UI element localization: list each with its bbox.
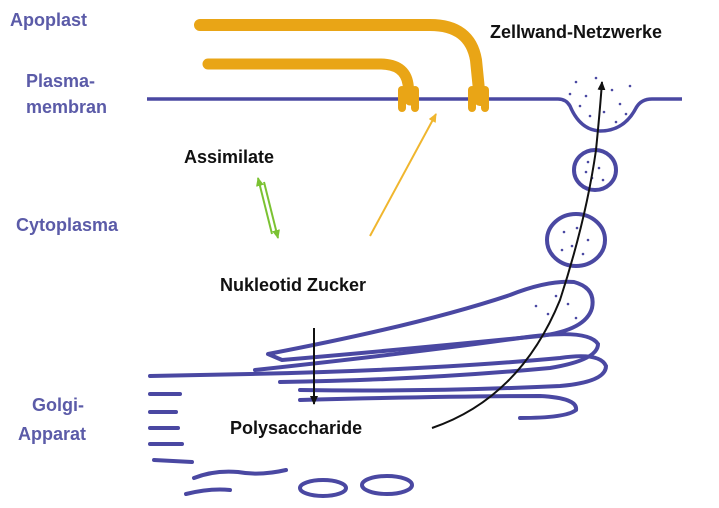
golgi-vesicle-small-2: [362, 476, 412, 494]
label-cytoplasma: Cytoplasma: [16, 215, 119, 235]
label-apoplast: Apoplast: [10, 10, 87, 30]
label-assimilate: Assimilate: [184, 147, 274, 167]
label-golgi-line2: Apparat: [18, 424, 86, 444]
secretory-vesicle-middle: [547, 214, 605, 266]
label-golgi-line1: Golgi-: [32, 395, 84, 415]
golgi-vesicle-small-1: [300, 480, 346, 496]
golgi-cisterna-5: [300, 396, 576, 418]
golgi-cisterna-3: [150, 356, 606, 390]
label-plasmamembran-line1: Plasma-: [26, 71, 95, 91]
nukleotid-to-synthase-arrow: [370, 114, 436, 236]
label-plasmamembran-line2: membran: [26, 97, 107, 117]
label-zellwand-netzwerke: Zellwand-Netzwerke: [490, 22, 662, 42]
label-polysaccharide: Polysaccharide: [230, 418, 362, 438]
cellulose-microfibril-lower: [208, 64, 410, 100]
label-nukleotid-zucker: Nukleotid Zucker: [220, 275, 366, 295]
